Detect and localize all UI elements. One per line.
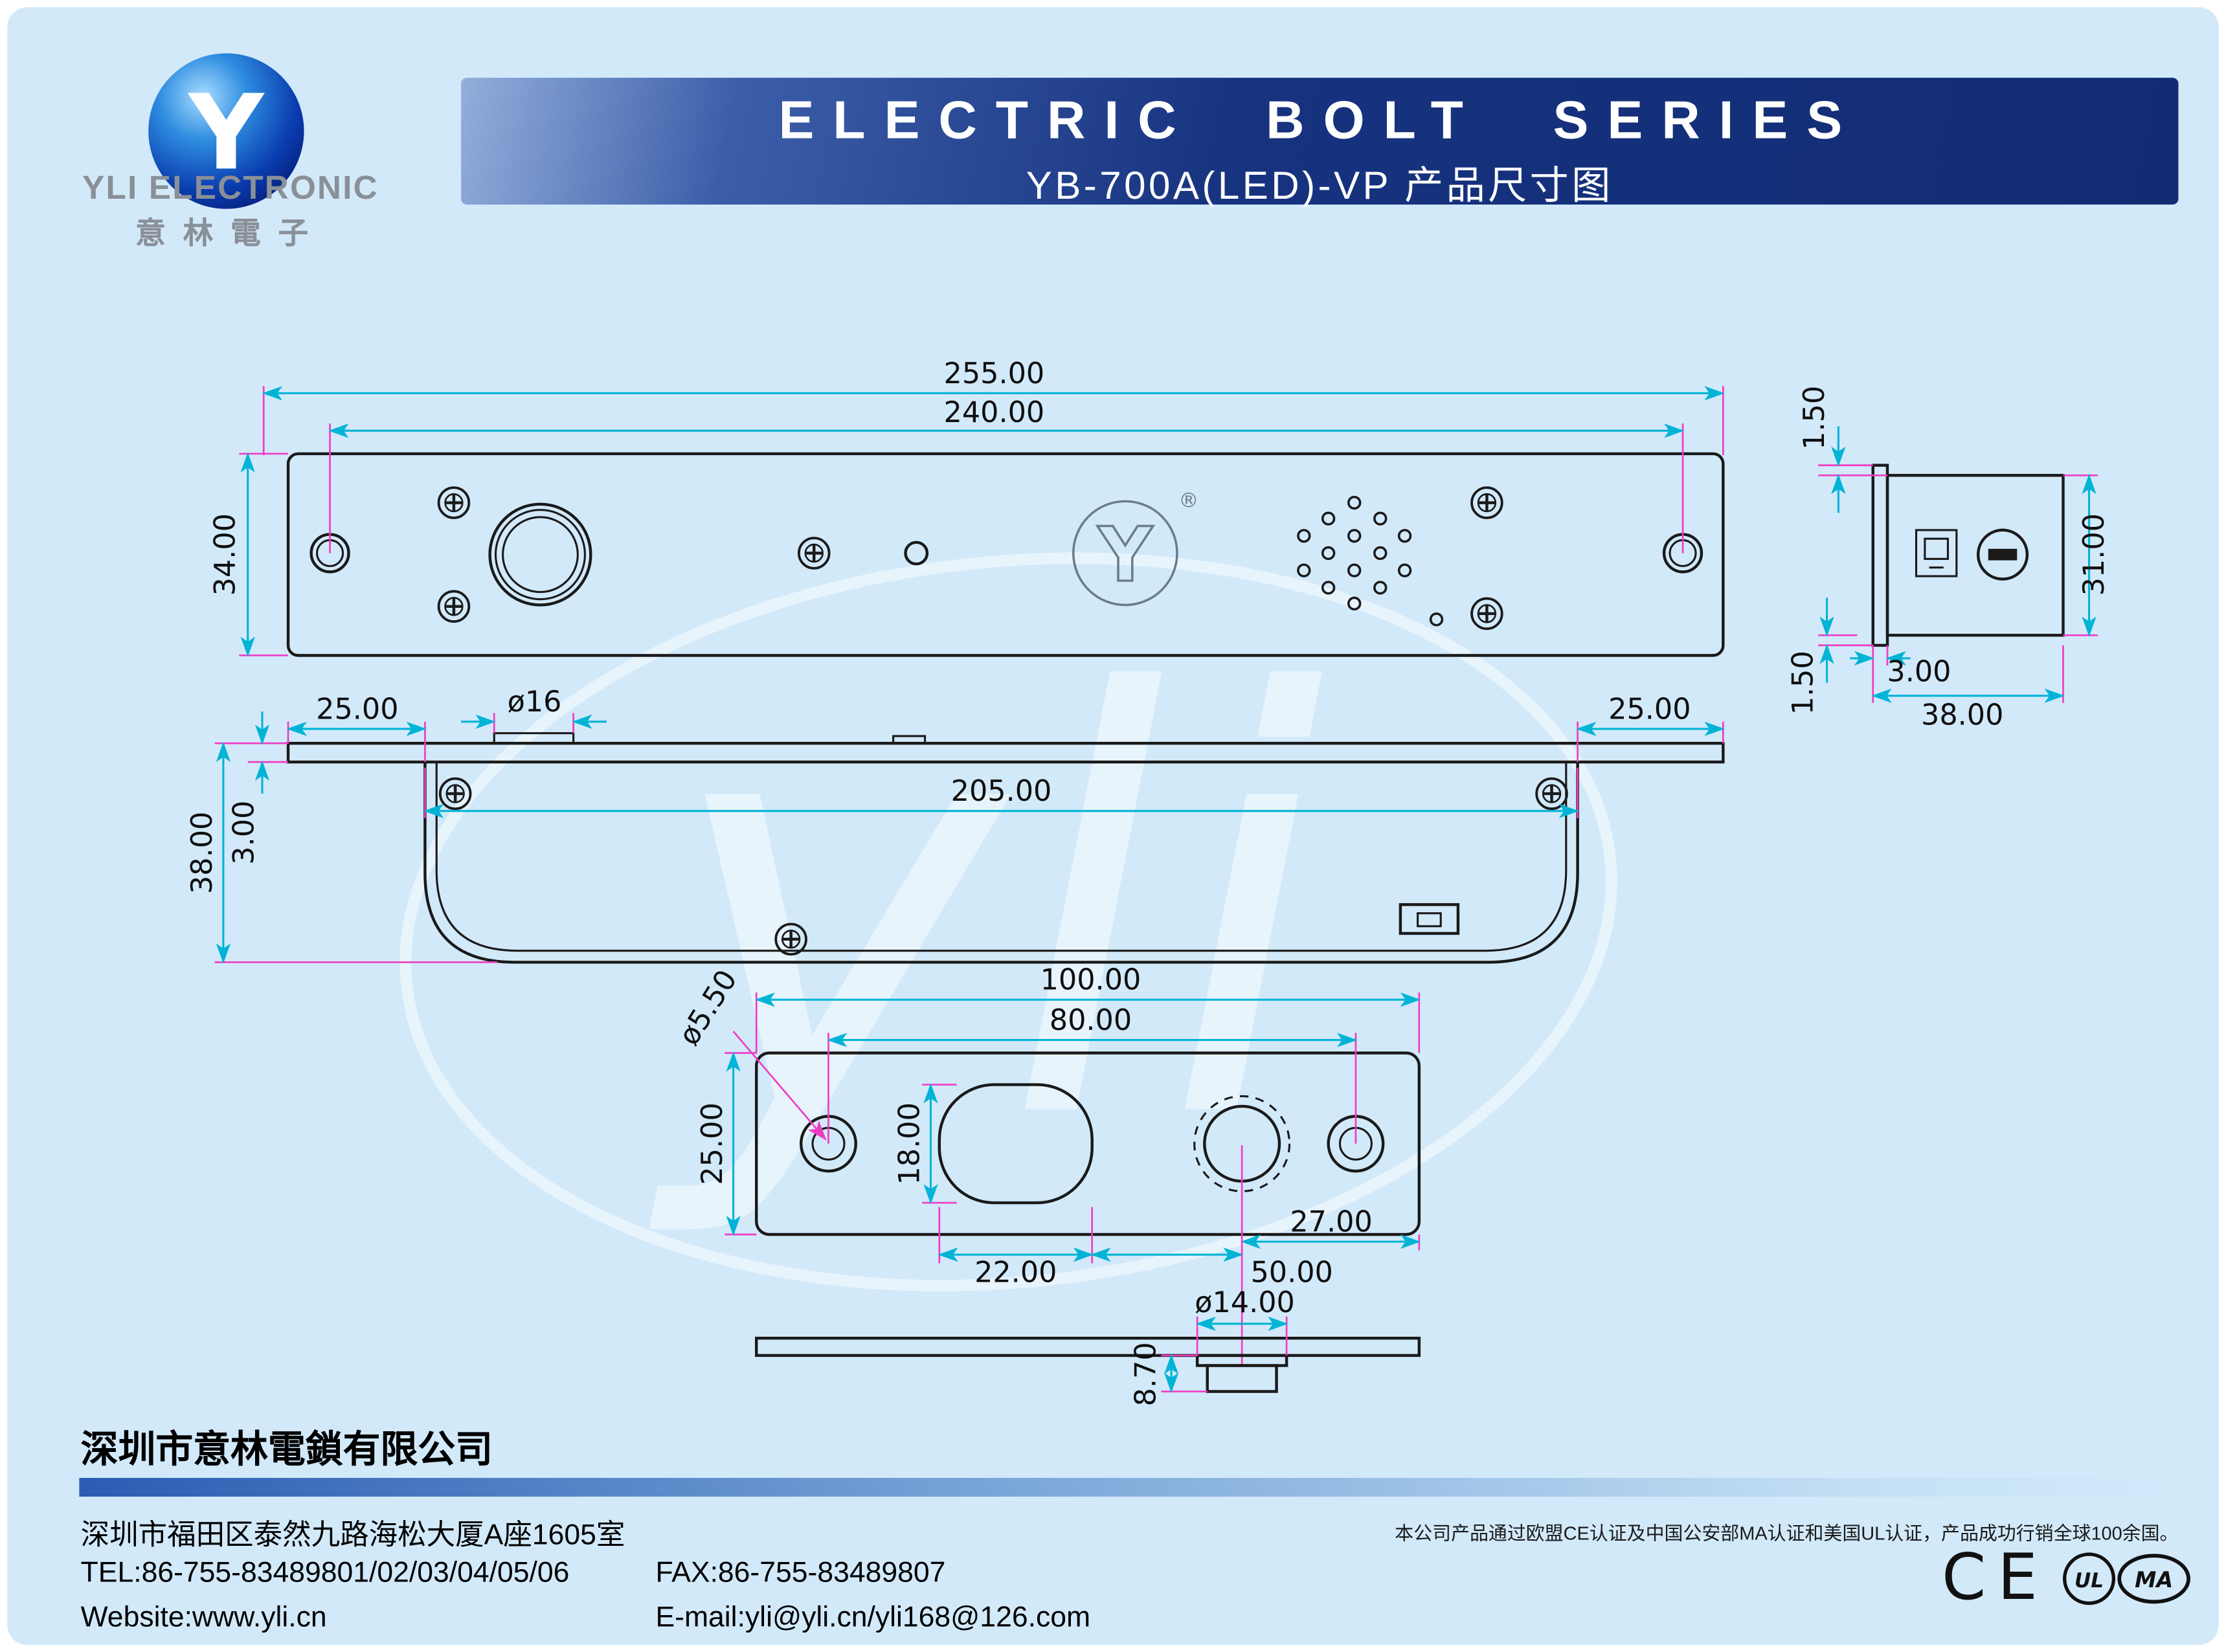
faceplate-edge [1871, 463, 1889, 647]
dim-hole-span: 80.00 [1050, 1004, 1132, 1037]
footer-email: E-mail:yli@yli.cn/yli168@126.com [655, 1602, 1091, 1634]
yli-watermark: yli [399, 552, 1617, 1291]
dim-lip-top: 1.50 [1798, 386, 1831, 450]
bolt-guide-body [1206, 1364, 1278, 1393]
dim-right-offset: 25.00 [1608, 693, 1691, 726]
faceplate-dimensions: 100.00 80.00 ø5.50 25.00 18.00 22.00 [673, 964, 1421, 1366]
faceplate-outline [755, 1051, 1421, 1236]
footer-tel: TEL:86-755-83489801/02/03/04/05/06 [80, 1557, 570, 1589]
boss-tab [493, 732, 575, 744]
dim-slot-width: 22.00 [974, 1256, 1057, 1289]
dim-bolt-depth: 8.70 [1130, 1342, 1163, 1406]
footer-company-name: 深圳市意林電鎖有限公司 [80, 1427, 493, 1471]
dim-width: 38.00 [1921, 698, 2003, 731]
dim-bolt-dia: ø14.00 [1195, 1286, 1295, 1319]
dim-edge-offset: 27.00 [1290, 1206, 1372, 1239]
svg-text:MA: MA [2135, 1567, 2173, 1592]
bolt-cylinder [488, 502, 592, 607]
title-banner: ELECTRIC BOLT SERIES YB-700A(LED)-VP 产品尺… [461, 78, 2179, 207]
certification-marks: CE UL MA [1942, 1541, 2190, 1614]
footer-fax: FAX:86-755-83489807 [655, 1557, 946, 1589]
footer-divider-bar [79, 1478, 2179, 1497]
oval-cutout [938, 1083, 1094, 1205]
svg-text:UL: UL [2074, 1569, 2104, 1592]
dim-height: 34.00 [209, 513, 242, 596]
engraved-logo: Y ® [1072, 489, 1198, 607]
footer-website: Website:www.yli.cn [80, 1602, 327, 1634]
end-view-dimensions: 1.50 31.00 1.50 3.00 38.00 [1786, 386, 2110, 732]
screw-icon [799, 538, 829, 568]
screw-icon [439, 487, 469, 518]
bottom-view-dimensions: ø14.00 8.70 [1130, 1286, 1295, 1406]
connector [1915, 529, 1958, 577]
small-hole [904, 541, 929, 566]
ul-mark-icon [2063, 1552, 2116, 1605]
end-view-body [1885, 474, 2065, 637]
footer-certification-note: 本公司产品通过欧盟CE认证及中国公安部MA认证和美国UL认证，产品成功行销全球1… [1395, 1523, 2179, 1545]
bolt-end [1976, 528, 2029, 581]
body-outline [423, 762, 1579, 964]
dim-plate-height: 25.00 [696, 1102, 729, 1185]
sheet-background [7, 7, 2219, 1646]
dim-plate-thickness: 3.00 [1887, 656, 1951, 689]
dim-body-length: 205.00 [951, 775, 1052, 808]
screw-icon [439, 591, 469, 621]
dim-left-offset: 25.00 [316, 693, 398, 726]
side-view-drawing: 25.00 ø16 25.00 205.00 38.00 [186, 686, 1725, 964]
faceplate-view-drawing: 100.00 80.00 ø5.50 25.00 18.00 22.00 [673, 964, 1421, 1366]
company-name-en: YLI ELECTRONIC [82, 168, 379, 206]
dim-lip-bottom: 1.50 [1786, 651, 1819, 715]
registered-mark: ® [1178, 489, 1198, 512]
watermark-ellipse [399, 552, 1617, 1291]
model-subtitle: YB-700A(LED)-VP 产品尺寸图 [1026, 164, 1613, 208]
top-view-dimensions: 255.00 240.00 34.00 [209, 357, 1725, 657]
dim-overall-width: 255.00 [944, 357, 1045, 390]
yli-logo-icon: Y [148, 53, 304, 209]
faceplate-side [286, 741, 1725, 764]
screw-icon [1472, 487, 1502, 518]
bottom-view-drawing: ø14.00 8.70 [755, 1286, 1421, 1406]
footer-address: 深圳市福田区泰然九路海松大厦A座1605室 [80, 1519, 625, 1552]
small-tab [892, 735, 927, 744]
top-view-drawing: Y ® [209, 357, 1725, 657]
connector-port [1399, 903, 1460, 935]
company-name-cn: 意林電子 [135, 218, 326, 251]
ma-mark-icon [2117, 1554, 2190, 1604]
ce-mark-icon: CE [1942, 1541, 2049, 1614]
screw-icon [1536, 779, 1567, 809]
dim-slot-height: 18.00 [894, 1102, 927, 1185]
dim-bolt-position: 50.00 [1250, 1256, 1332, 1289]
logo-letter: Y [187, 72, 265, 193]
top-view-outline [286, 452, 1725, 657]
dim-plate-width: 100.00 [1040, 964, 1141, 997]
dim-plate-thickness: 3.00 [228, 801, 261, 865]
dim-boss-dia: ø16 [508, 686, 562, 719]
plate-edge [755, 1336, 1421, 1357]
watermark-text: yli [646, 574, 1327, 1245]
bolt-hole-dashed [1193, 1095, 1291, 1192]
series-title: ELECTRIC BOLT SERIES [778, 91, 1861, 150]
engraved-logo-letter: Y [1097, 512, 1153, 599]
dim-inner-height: 31.00 [2078, 513, 2111, 596]
dim-hole-span: 240.00 [944, 396, 1045, 429]
end-view-drawing: 1.50 31.00 1.50 3.00 38.00 [1786, 386, 2110, 732]
dim-total-height: 38.00 [186, 812, 219, 894]
screw-icon [1472, 599, 1502, 629]
side-view-dimensions: 25.00 ø16 25.00 205.00 38.00 [186, 686, 1725, 964]
